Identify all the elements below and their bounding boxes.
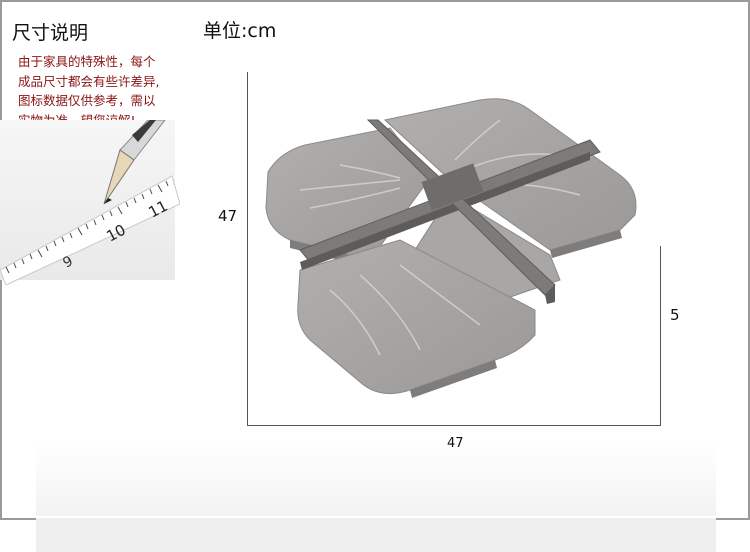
height-dimension-line [247,72,248,426]
width-dimension-line [247,425,661,426]
cross-frame [299,119,601,304]
ruler-icon [0,175,180,285]
background-panel [36,440,716,516]
pencil-icon [103,120,166,205]
height-label: 47 [218,207,238,225]
width-label: 47 [447,436,464,451]
depth-label: 5 [670,306,680,324]
section-title: 尺寸说明 [12,22,89,44]
umbrella-base-product-image [265,98,637,398]
unit-label: 单位:cm [203,20,277,42]
note-line: 由于家具的特殊性，每个 [18,54,156,69]
note-line: 图标数据仅供参考，需以 [18,93,156,108]
bottom-band [36,518,716,552]
size-disclaimer: 由于家具的特殊性，每个 成品尺寸都会有些许差异, 图标数据仅供参考，需以 实物为… [18,52,188,130]
base-weight-bottom-left [297,239,536,398]
note-line: 成品尺寸都会有些许差异, [18,73,160,89]
depth-dimension-line [660,246,661,426]
ruler-pencil-illustration: 9 10 11 [0,120,180,285]
